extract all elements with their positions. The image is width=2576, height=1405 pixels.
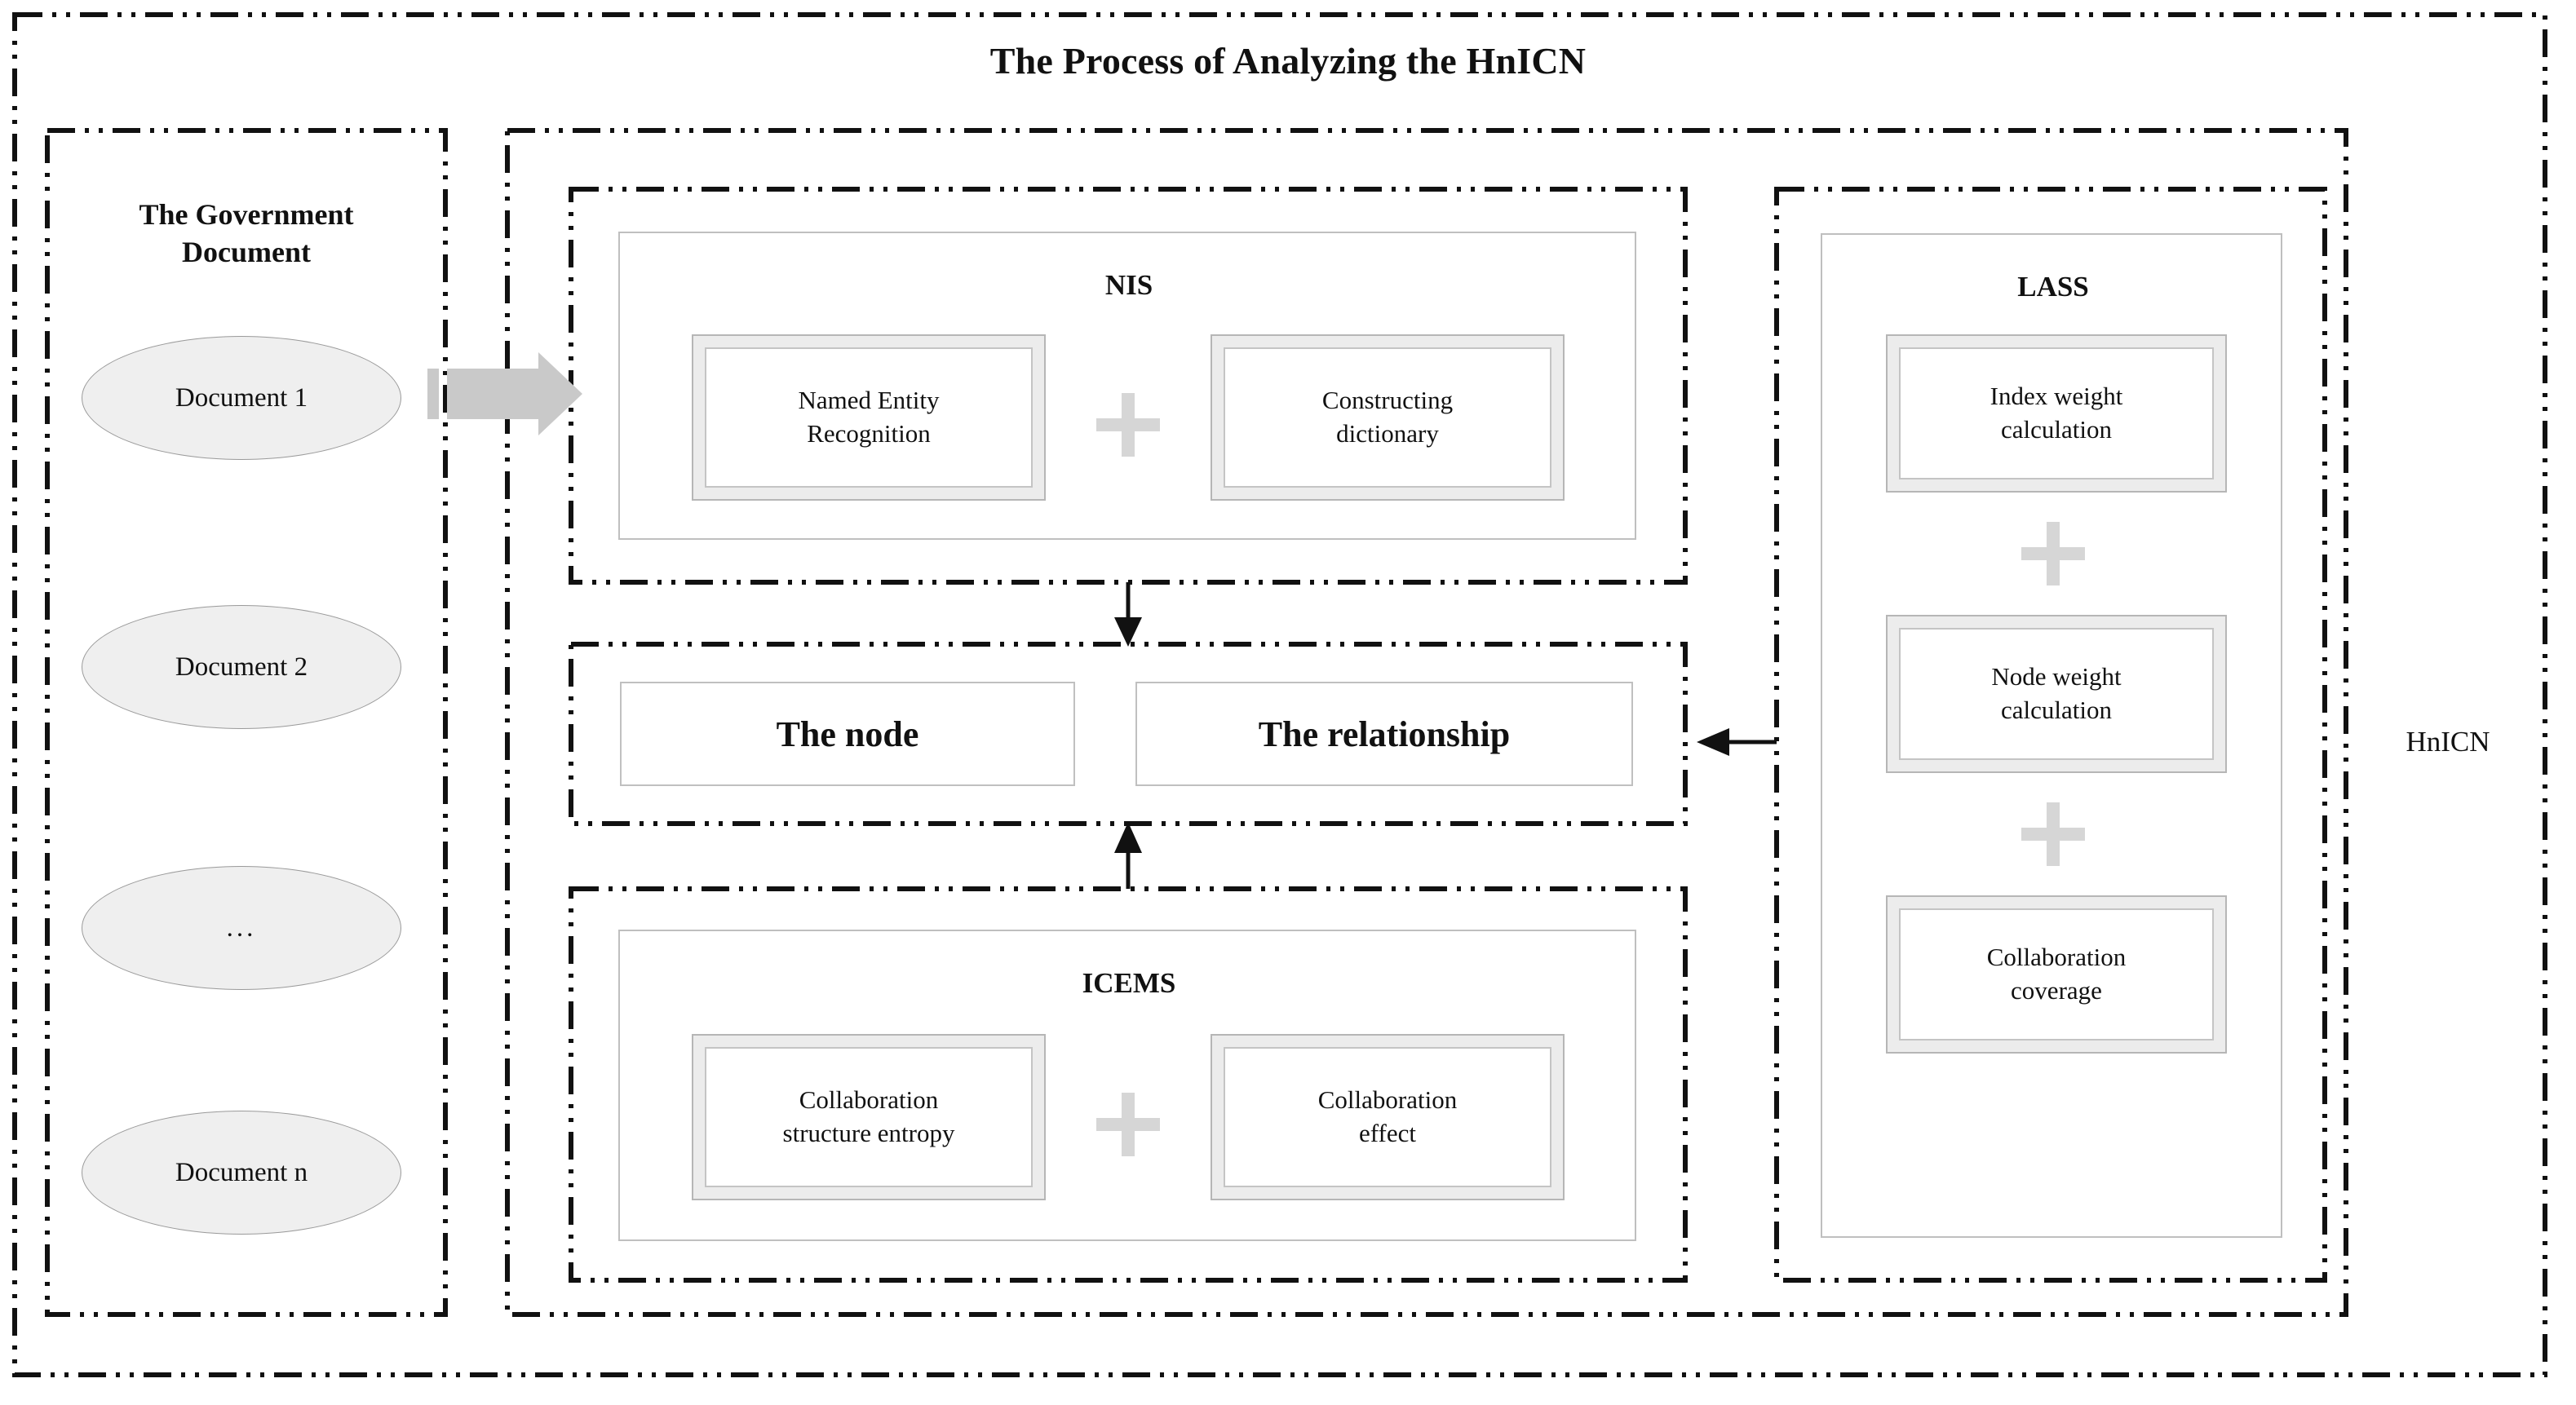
icems-right-line2: effect xyxy=(1359,1119,1416,1147)
nis-named-entity-recognition-inner: Named Entity Recognition xyxy=(705,347,1033,488)
document-node-n[interactable]: Document n xyxy=(82,1111,401,1235)
nis-dict-line2: dictionary xyxy=(1336,419,1439,448)
documents-heading: The Government Document xyxy=(59,196,434,271)
icems-collaboration-effect-box[interactable]: Collaboration effect xyxy=(1211,1034,1565,1200)
nis-ner-line2: Recognition xyxy=(807,419,931,448)
icems-right-line1: Collaboration xyxy=(1317,1085,1458,1115)
documents-heading-line1: The Government xyxy=(139,198,354,231)
icems-structure-entropy-inner: Collaboration structure entropy xyxy=(705,1047,1033,1187)
icems-collaboration-effect-inner: Collaboration effect xyxy=(1224,1047,1551,1187)
nis-plus-icon xyxy=(1096,393,1160,457)
lass-panel: LASS Index weight calculation Node weigh… xyxy=(1821,233,2282,1238)
nis-ner-line1: Named Entity xyxy=(798,386,940,415)
lass-node-weight-inner: Node weight calculation xyxy=(1899,628,2214,760)
document-node-1[interactable]: Document 1 xyxy=(82,336,401,460)
nis-title: NIS xyxy=(1104,269,1153,301)
block-arrow-doc-to-nis xyxy=(427,352,582,435)
nis-constructing-dictionary-box[interactable]: Constructing dictionary xyxy=(1211,334,1565,501)
document-node-2[interactable]: Document 2 xyxy=(82,605,401,729)
lass-plus-icon-top xyxy=(2021,522,2085,585)
nis-dict-line1: Constructing xyxy=(1321,386,1454,415)
arrow-icems-to-core xyxy=(1114,822,1142,889)
core-relationship-box[interactable]: The relationship xyxy=(1135,682,1633,786)
document-node-1-label: Document 1 xyxy=(175,382,308,413)
arrow-lass-to-core xyxy=(1697,728,1777,756)
lass-box1-line2: calculation xyxy=(2001,415,2112,444)
document-node-ellipsis-label: ... xyxy=(226,912,257,943)
document-node-2-label: Document 2 xyxy=(175,652,308,682)
document-node-ellipsis[interactable]: ... xyxy=(82,866,401,990)
lass-box3-line2: coverage xyxy=(2011,976,2102,1005)
lass-index-weight-calculation-box[interactable]: Index weight calculation xyxy=(1886,334,2227,493)
lass-box1-line1: Index weight xyxy=(1990,382,2123,411)
page-title: The Process of Analyzing the HnICN xyxy=(989,40,1587,82)
lass-node-weight-calculation-box[interactable]: Node weight calculation xyxy=(1886,615,2227,773)
documents-heading-line2: Document xyxy=(182,236,311,269)
core-node-label: The node xyxy=(776,714,919,754)
core-relationship-label: The relationship xyxy=(1258,714,1511,754)
nis-panel: NIS Named Entity Recognition Constructin… xyxy=(618,232,1636,540)
lass-box3-line1: Collaboration xyxy=(1986,943,2127,972)
lass-index-weight-inner: Index weight calculation xyxy=(1899,347,2214,479)
icems-plus-icon xyxy=(1096,1093,1160,1156)
lass-box2-line1: Node weight xyxy=(1991,662,2122,691)
lass-collaboration-coverage-inner: Collaboration coverage xyxy=(1899,908,2214,1040)
lass-title: LASS xyxy=(2017,271,2089,303)
lass-plus-icon-bottom xyxy=(2021,802,2085,866)
icems-panel: ICEMS Collaboration structure entropy Co… xyxy=(618,930,1636,1241)
icems-left-line1: Collaboration xyxy=(799,1085,939,1115)
arrow-nis-to-core xyxy=(1114,582,1142,647)
core-node-box[interactable]: The node xyxy=(620,682,1075,786)
icems-left-line2: structure entropy xyxy=(782,1119,955,1147)
lass-box2-line2: calculation xyxy=(2001,696,2112,724)
lass-collaboration-coverage-box[interactable]: Collaboration coverage xyxy=(1886,895,2227,1054)
document-node-n-label: Document n xyxy=(175,1157,308,1187)
nis-constructing-dictionary-inner: Constructing dictionary xyxy=(1224,347,1551,488)
nis-named-entity-recognition-box[interactable]: Named Entity Recognition xyxy=(692,334,1046,501)
hnicn-label: HnICN xyxy=(2406,726,2490,758)
icems-collaboration-structure-entropy-box[interactable]: Collaboration structure entropy xyxy=(692,1034,1046,1200)
icems-title: ICEMS xyxy=(1082,967,1176,999)
